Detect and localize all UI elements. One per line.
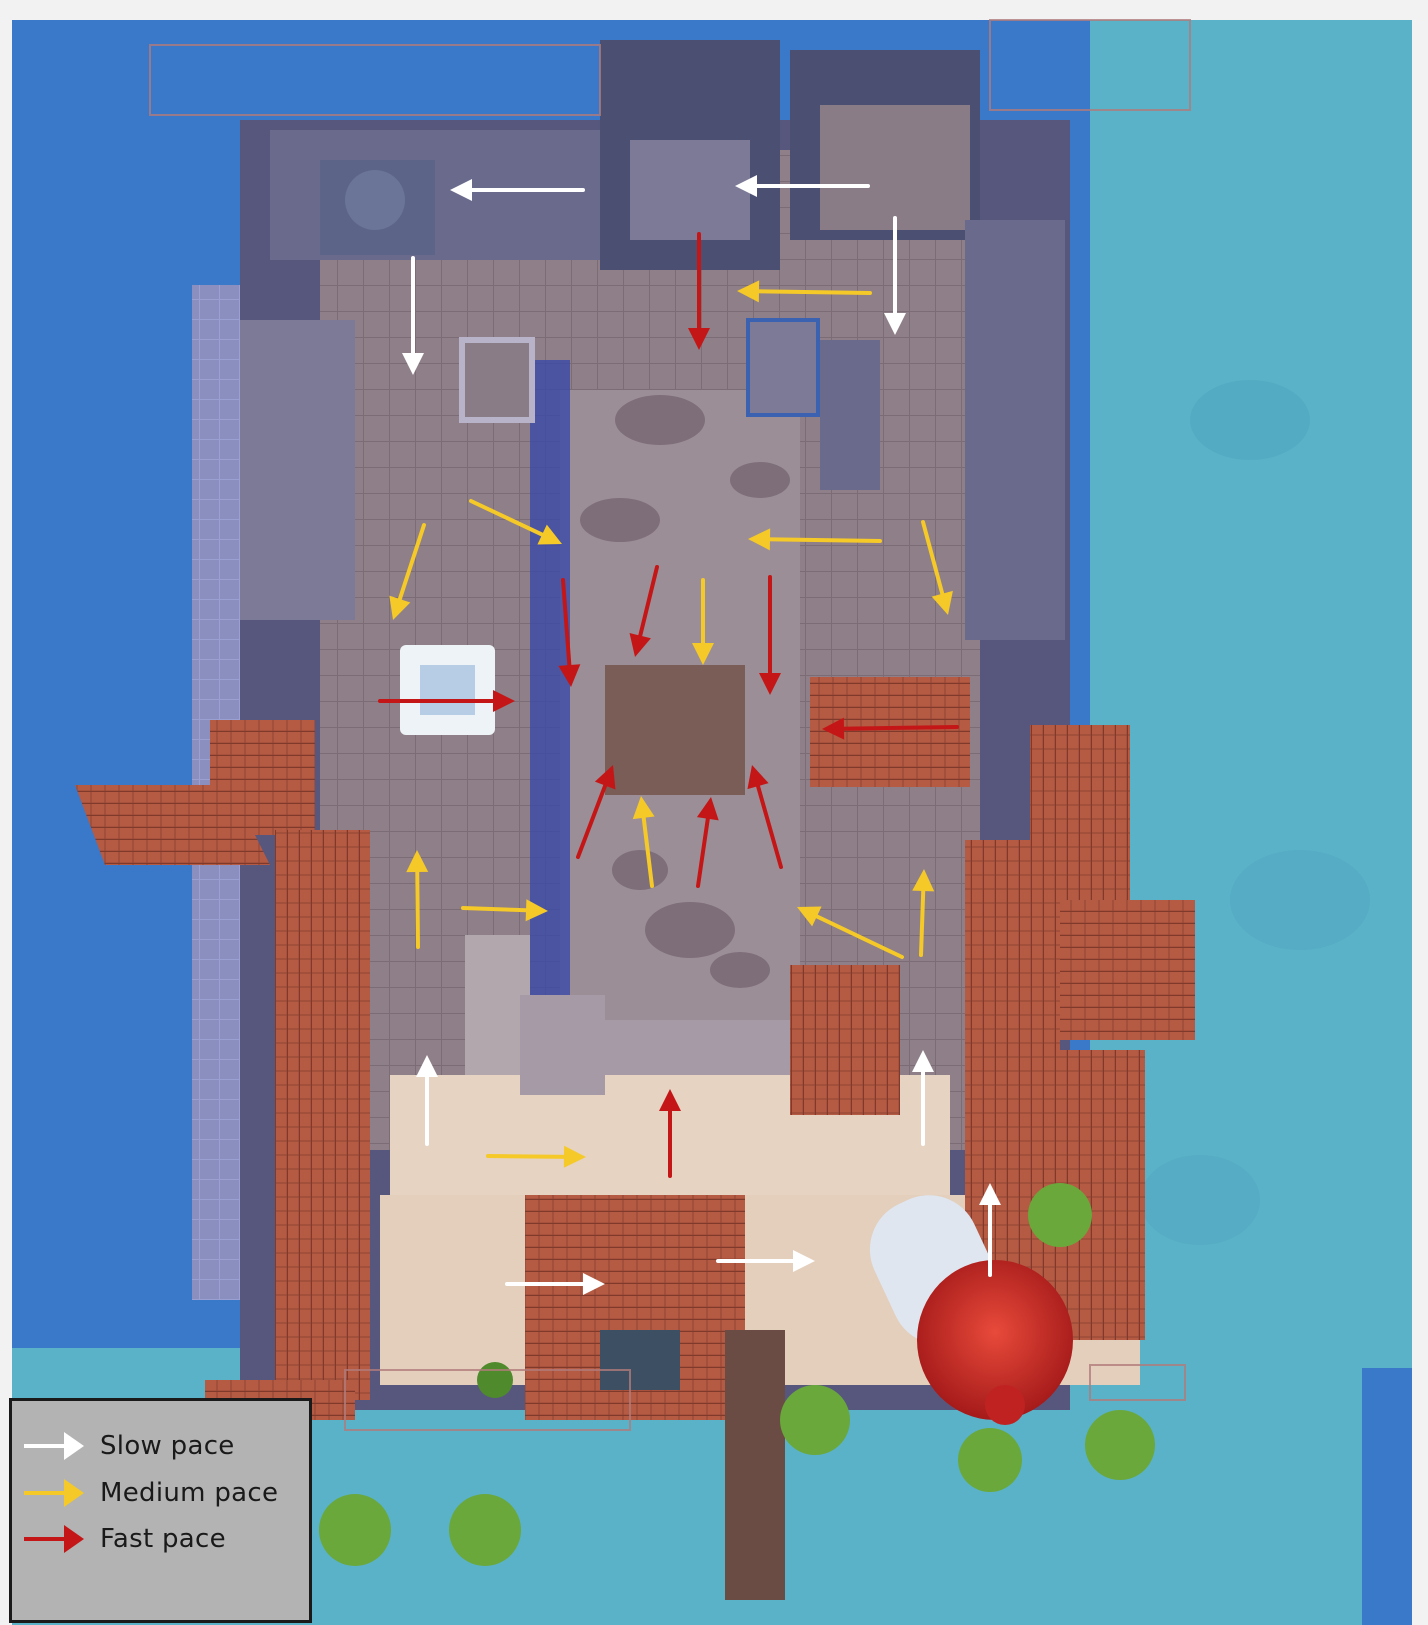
wireframe-outlines [149, 19, 1191, 1431]
yellow-arrow-icon [24, 1479, 84, 1507]
slow-pace-arrow [416, 1055, 438, 1146]
medium-pace-arrow [797, 906, 904, 959]
legend-row-medium: Medium pace [22, 1473, 278, 1513]
fast-pace-arrow [378, 690, 515, 712]
legend-row-fast: Fast pace [22, 1519, 226, 1559]
slow-pace-arrow [402, 256, 424, 375]
palm-trees [319, 1183, 1155, 1566]
medium-pace-arrow [692, 578, 714, 665]
legend-label-slow: Slow pace [100, 1431, 235, 1461]
medium-pace-arrow [469, 499, 562, 545]
slow-pace-arrow [735, 175, 870, 197]
legend-label-medium: Medium pace [100, 1478, 279, 1508]
medium-pace-arrow [406, 850, 429, 949]
fast-pace-arrow [759, 575, 781, 695]
medium-pace-arrow [461, 899, 548, 922]
slow-pace-arrow [912, 1050, 934, 1146]
legend-row-slow: Slow pace [22, 1426, 235, 1466]
medium-pace-arrow [389, 523, 426, 620]
middle-structures [400, 645, 745, 1095]
red-arrow-icon [24, 1525, 84, 1553]
slow-pace-arrow [450, 179, 585, 201]
legend-label-fast: Fast pace [100, 1524, 226, 1554]
fast-pace-arrow [558, 578, 581, 687]
slow-pace-arrow [884, 216, 906, 335]
slow-pace-arrow [979, 1183, 1001, 1277]
medium-pace-arrow [486, 1145, 586, 1168]
path-arrows [378, 175, 1001, 1295]
fast-pace-arrow [696, 797, 719, 888]
fast-pace-arrow [659, 1089, 681, 1178]
fast-pace-arrow [688, 232, 710, 350]
legend: Slow pace Medium pace Fast pace [9, 1398, 312, 1623]
slow-pace-arrow [716, 1250, 815, 1272]
slow-pace-arrow [505, 1273, 605, 1295]
medium-pace-arrow [737, 280, 872, 303]
wooden-pier [725, 1330, 785, 1600]
castle-tower [320, 160, 435, 255]
fast-pace-arrow [822, 717, 959, 740]
fast-pace-arrow [747, 765, 783, 869]
north-buildings [240, 40, 1065, 640]
medium-pace-arrow [632, 796, 655, 888]
medium-pace-arrow [748, 528, 882, 551]
fast-pace-arrow [576, 765, 616, 859]
white-arrow-icon [24, 1432, 84, 1460]
fast-pace-arrow [629, 565, 659, 657]
medium-pace-arrow [912, 869, 935, 957]
lighthouse [869, 1195, 1073, 1425]
medium-pace-arrow [921, 520, 953, 615]
